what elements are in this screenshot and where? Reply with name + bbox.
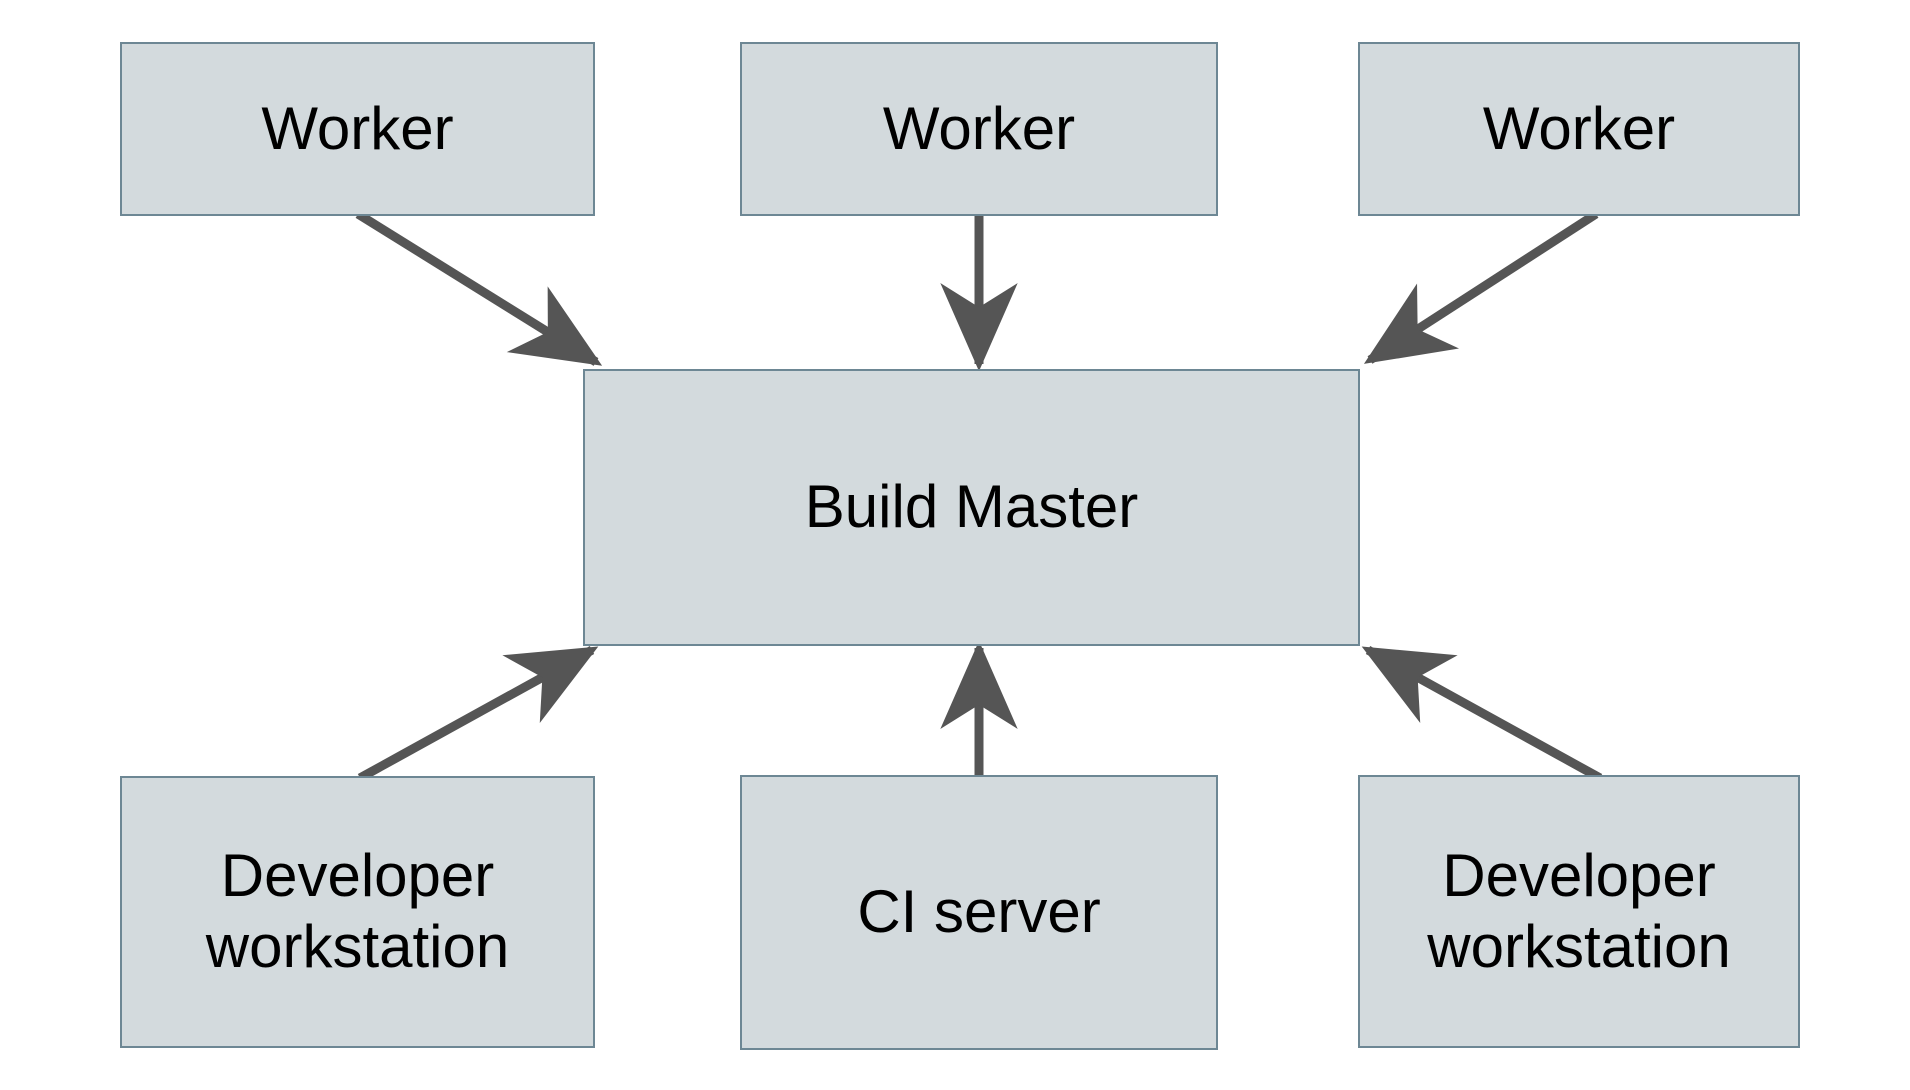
node-ci-server-label: CI server: [857, 878, 1101, 946]
node-worker-3[interactable]: Worker: [1358, 42, 1800, 216]
node-build-master-label: Build Master: [804, 473, 1139, 541]
edge-dev-workstation-left-to-build-master: [357, 646, 599, 782]
edge-dev-workstation-right-to-build-master: [1361, 646, 1603, 782]
edge-worker-3-to-build-master: [1363, 210, 1599, 364]
node-worker-3-label: Worker: [1482, 94, 1676, 162]
node-developer-workstation-right[interactable]: Developer workstation: [1358, 775, 1800, 1048]
node-worker-1-label: Worker: [261, 94, 454, 162]
node-ci-server[interactable]: CI server: [740, 775, 1218, 1050]
node-developer-workstation-right-label: Developer workstation: [1427, 841, 1731, 980]
node-developer-workstation-left-label: Developer workstation: [205, 842, 510, 980]
edge-worker-1-to-build-master: [355, 210, 603, 366]
node-build-master[interactable]: Build Master: [583, 369, 1360, 646]
node-worker-2[interactable]: Worker: [740, 42, 1218, 216]
node-worker-1[interactable]: Worker: [120, 42, 595, 216]
node-worker-2-label: Worker: [882, 94, 1076, 162]
node-developer-workstation-left[interactable]: Developer workstation: [120, 776, 595, 1048]
